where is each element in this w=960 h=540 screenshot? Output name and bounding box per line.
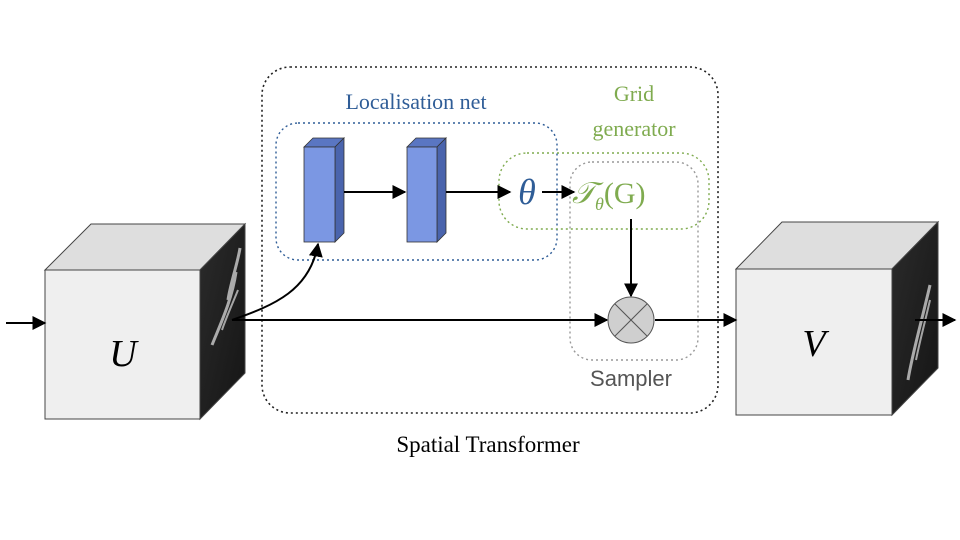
localisation-layer-2 [406, 137, 447, 243]
transform-argument: (G) [604, 177, 646, 210]
output-label-v: V [802, 323, 829, 365]
output-feature-map-v [734, 220, 940, 417]
cube-u-feature-glow [221, 289, 239, 331]
caption-spatial-transformer: Spatial Transformer [396, 432, 580, 457]
cube-v-feature-stroke [906, 284, 932, 381]
localisation-net-label: Localisation net [345, 89, 486, 114]
input-to-localisation-arrow [231, 242, 323, 321]
cube-v-front-face [735, 268, 893, 416]
input-label-u: U [109, 333, 139, 375]
theta-symbol: θ [518, 172, 536, 212]
cube-v-feature-glow [915, 299, 931, 361]
layer-2-front [406, 146, 438, 243]
cube-u-feature-stroke [210, 247, 242, 346]
spatial-transformer-boundary [261, 66, 719, 414]
transform-subscript: θ [595, 194, 604, 214]
layer-2-side [436, 137, 447, 243]
grid-generator-label-line2: generator [592, 116, 676, 141]
localisation-net-region [275, 122, 558, 261]
sampler-node [607, 296, 655, 344]
grid-generator-region [498, 152, 710, 230]
grid-generator-label-line1: Grid [614, 81, 654, 106]
transform-expression: 𝒯θ(G) [572, 177, 645, 214]
localisation-layer-1 [303, 137, 345, 243]
sampler-label: Sampler [590, 366, 672, 391]
layer-1-side [334, 137, 345, 243]
cube-u-front-face [44, 269, 201, 420]
sampler-cross-line-2 [614, 303, 648, 337]
layer-1-front [303, 146, 336, 243]
input-feature-map-u [43, 222, 247, 421]
sampler-region [569, 161, 699, 361]
